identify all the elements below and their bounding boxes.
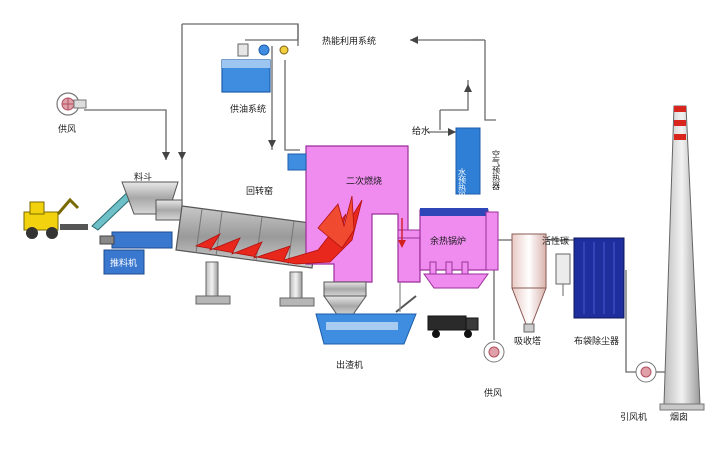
truck-icon [427,315,479,338]
chimney-label: 烟囱 [670,411,688,423]
bag-filter [573,237,625,319]
oil-system-label: 供油系统 [230,103,266,115]
fan-bottom-icon [483,341,505,363]
ash-hopper [323,281,367,317]
economizer-label: 水预热器 [458,167,467,201]
waste-heat-boiler [419,208,499,289]
pusher-machine [99,231,173,275]
loader-icon [23,197,88,239]
air-preheater-label: 空气预热器 [492,149,501,191]
activated-carbon-dosing [555,253,571,296]
induced-draft-fan-icon [635,361,657,383]
pusher-label: 推料机 [110,257,137,269]
slag-remover-label: 出渣机 [336,359,363,371]
chamber-flow-arrow [398,218,406,248]
hopper-icon [121,181,183,221]
rotary-kiln-label: 回转窑 [246,185,273,197]
slag-remover [315,282,417,345]
feed-water-label: 给水 [412,125,430,137]
bag-filter-label: 布袋除尘器 [574,335,619,347]
oil-system-tank [221,43,289,93]
pipe-fan-left [84,109,167,160]
chimney [659,105,705,411]
fan-left-label: 供风 [58,123,76,135]
activated-carbon-label: 活性碳 [542,235,569,247]
hopper-label: 料斗 [134,171,152,183]
flame-graphic [194,195,363,265]
fan-left-icon [56,92,87,116]
economizer [455,127,481,195]
secondary-combustion-label: 二次燃烧 [346,175,382,187]
absorption-tower-label: 吸收塔 [514,335,541,347]
absorption-tower [511,233,547,333]
waste-heat-boiler-label: 余热锅炉 [430,235,466,247]
induced-draft-fan-label: 引风机 [620,411,647,423]
fan-bottom-label: 供风 [484,387,502,399]
heat-utilization-label: 热能利用系统 [322,35,376,47]
